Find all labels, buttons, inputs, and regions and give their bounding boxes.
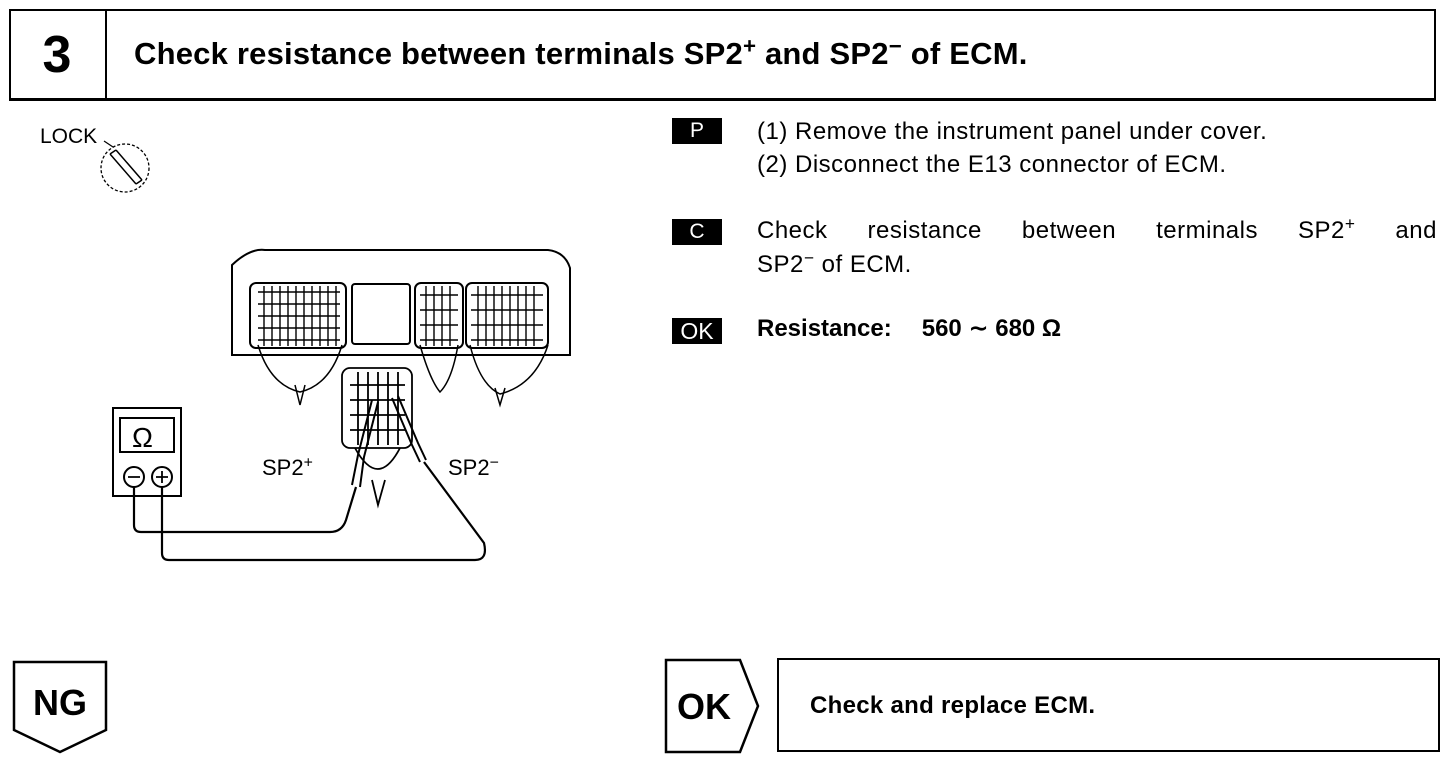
- probe-label-sp2-plus: SP2+: [262, 454, 313, 480]
- ok-result-box: [777, 658, 1440, 752]
- result-flow-shapes: [12, 658, 760, 754]
- ecm-unit-icon: [231, 248, 571, 356]
- lock-label: LOCK: [40, 125, 98, 148]
- procedure-badge: P: [672, 118, 722, 144]
- ohm-symbol: Ω: [132, 422, 153, 453]
- check-badge: C: [672, 219, 722, 245]
- probe-label-sp2-minus: SP2−: [448, 454, 499, 480]
- ok-arrow: [664, 658, 760, 754]
- check-instruction-line-2: SP2− of ECM.: [757, 247, 912, 278]
- procedure-step-2: (2) Disconnect the E13 connector of ECM.: [757, 151, 1227, 178]
- ignition-lock-icon: [100, 140, 150, 193]
- check-instruction-line-1: Check resistance between terminals SP2+ …: [757, 213, 1437, 244]
- ng-label: NG: [33, 682, 87, 723]
- ok-action-text: Check and replace ECM.: [810, 692, 1096, 719]
- wire-harness: [257, 344, 549, 408]
- ok-label: OK: [677, 686, 731, 727]
- test-probes: [351, 395, 427, 488]
- ng-pentagon: [12, 660, 108, 754]
- ok-spec-badge: OK: [672, 318, 722, 344]
- procedure-step-1: (1) Remove the instrument panel under co…: [757, 118, 1268, 145]
- step-number: 3: [9, 9, 107, 101]
- resistance-spec: Resistance:560 ∼ 680 Ω: [757, 315, 1062, 342]
- step-title: Check resistance between terminals SP2+ …: [134, 33, 1028, 71]
- wiring-diagram: [100, 140, 571, 562]
- step-header-box: [9, 9, 1436, 101]
- meter-leads: [132, 461, 487, 562]
- e13-connector-icon: [341, 367, 413, 509]
